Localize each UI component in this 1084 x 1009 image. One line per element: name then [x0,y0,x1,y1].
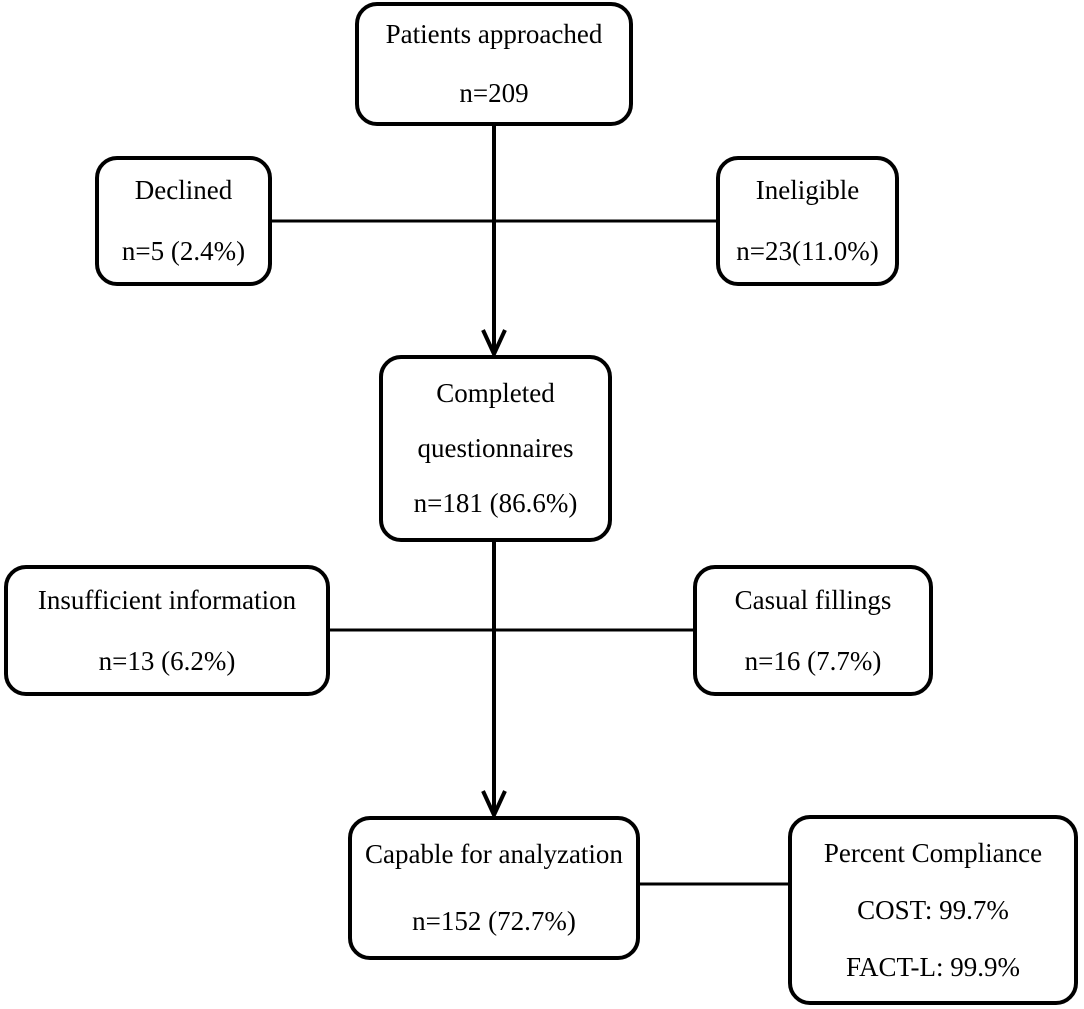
capable-count: n=152 (72.7%) [412,906,576,936]
compliance-fact-l: FACT-L: 99.9% [845,951,1020,982]
casual-count: n=16 (7.7%) [744,645,882,676]
arrowhead-capable [481,790,507,820]
declined-box: Declined n=5 (2.4%) [95,156,272,286]
ineligible-box: Ineligible n=23(11.0%) [716,156,899,286]
insufficient-information-box: Insufficient information n=13 (6.2%) [4,565,330,696]
compliance-title: Percent Compliance [823,837,1043,868]
compliance-cost: COST: 99.7% [857,894,1009,925]
declined-count: n=5 (2.4%) [121,236,246,266]
capable-label: Capable for analyzation [365,839,623,869]
percent-compliance-box: Percent Compliance COST: 99.7% FACT-L: 9… [788,815,1078,1005]
casual-fillings-box: Casual fillings n=16 (7.7%) [693,565,933,696]
arrowhead-completed [481,329,507,359]
completed-count: n=181 (86.6%) [413,488,578,518]
declined-label: Declined [134,175,233,205]
ineligible-count: n=23(11.0%) [736,236,879,266]
casual-label: Casual fillings [734,584,892,615]
completed-questionnaires-box: Completed questionnaires n=181 (86.6%) [379,355,612,542]
insufficient-label: Insufficient information [37,584,297,615]
insufficient-count: n=13 (6.2%) [98,645,236,676]
patients-approached-box: Patients approached n=209 [355,2,633,126]
ineligible-label: Ineligible [755,175,860,205]
completed-label-line1: Completed [436,378,555,408]
patients-approached-count: n=209 [459,78,529,108]
completed-label-line2: questionnaires [417,433,574,463]
capable-for-analyzation-box: Capable for analyzation n=152 (72.7%) [348,816,640,960]
patients-approached-label: Patients approached [385,19,603,49]
